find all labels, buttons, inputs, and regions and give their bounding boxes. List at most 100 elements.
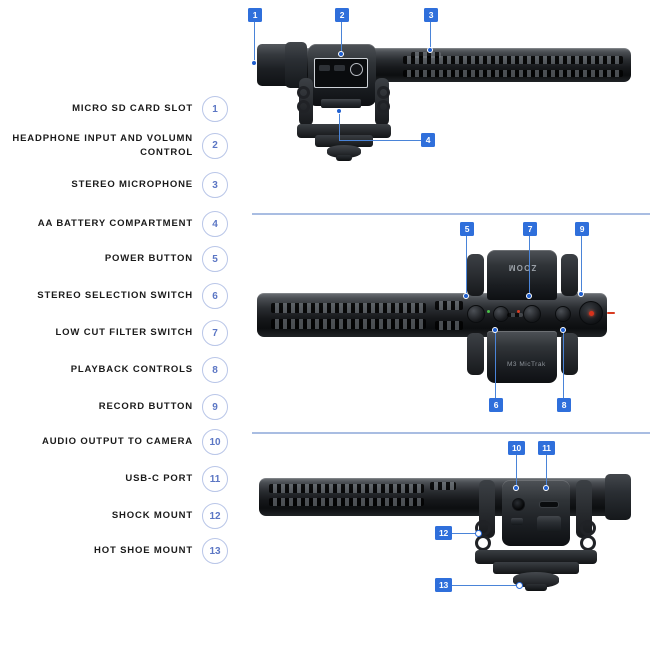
playback-button-right[interactable] bbox=[555, 306, 571, 322]
audio-output-port[interactable] bbox=[512, 498, 525, 511]
product-view-rear: 10 11 12 13 bbox=[235, 432, 650, 650]
callout-leader-2 bbox=[341, 22, 343, 54]
legend-item-13[interactable]: HOT SHOE MOUNT 13 bbox=[0, 538, 228, 564]
product-views: 1 2 3 4 ZOOM bbox=[235, 0, 650, 650]
shock-mount-arm-bottom-left bbox=[467, 333, 484, 375]
shock-mount-arm-top-left bbox=[467, 254, 484, 296]
legend-item-11[interactable]: USB-C PORT 11 bbox=[0, 466, 228, 492]
callout-badge-6[interactable]: 6 bbox=[489, 398, 503, 412]
legend-item-5[interactable]: POWER BUTTON 5 bbox=[0, 246, 228, 272]
model-suffix: MicTrak bbox=[519, 361, 546, 368]
legend-label: STEREO SELECTION SWITCH bbox=[37, 290, 193, 302]
legend-number-badge: 3 bbox=[202, 172, 228, 198]
hot-shoe-mount-rear bbox=[513, 572, 559, 588]
low-cut-filter-switch[interactable] bbox=[523, 305, 541, 323]
hot-shoe-mount bbox=[327, 145, 361, 158]
lcd-screen bbox=[314, 58, 368, 88]
hot-shoe-pin-rear bbox=[525, 584, 547, 591]
legend-item-10[interactable]: AUDIO OUTPUT TO CAMERA 10 bbox=[0, 429, 228, 455]
callout-badge-5[interactable]: 5 bbox=[460, 222, 474, 236]
callout-anchor-10 bbox=[513, 485, 519, 491]
callout-badge-4[interactable]: 4 bbox=[421, 133, 435, 147]
legend-label: POWER BUTTON bbox=[104, 253, 193, 265]
shock-mount-arm-bottom-right bbox=[561, 333, 578, 375]
mic-slots-rear-upper bbox=[269, 484, 424, 493]
headphone-volume-dial[interactable] bbox=[350, 63, 363, 76]
hot-shoe-pin bbox=[336, 155, 352, 161]
callout-leader-3 bbox=[430, 22, 432, 50]
callout-badge-3[interactable]: 3 bbox=[424, 8, 438, 22]
legend-item-8[interactable]: PLAYBACK CONTROLS 8 bbox=[0, 357, 228, 383]
callout-anchor-5 bbox=[463, 293, 469, 299]
mount-base-bar-rear bbox=[475, 550, 597, 564]
legend-item-1[interactable]: MICRO SD CARD SLOT 1 bbox=[0, 96, 228, 122]
status-led-red bbox=[517, 310, 520, 313]
legend-label: HEADPHONE INPUT AND VOLUMN CONTROL bbox=[12, 133, 193, 158]
callout-leader-7 bbox=[529, 236, 531, 296]
legend-number-badge: 7 bbox=[202, 320, 228, 346]
usb-c-port[interactable] bbox=[539, 501, 559, 508]
legend-number-badge: 6 bbox=[202, 283, 228, 309]
shock-mount-link bbox=[377, 100, 390, 113]
legend-label: SHOCK MOUNT bbox=[111, 510, 193, 522]
recorder-top-lower bbox=[487, 331, 557, 383]
legend-item-4[interactable]: AA BATTERY COMPARTMENT 4 bbox=[0, 211, 228, 237]
legend-label: RECORD BUTTON bbox=[98, 401, 193, 413]
shock-mount-link-rear bbox=[475, 520, 491, 536]
power-button[interactable] bbox=[467, 305, 485, 323]
module-detail-right bbox=[537, 516, 561, 532]
legend-number-badge: 12 bbox=[202, 503, 228, 529]
legend-item-6[interactable]: STEREO SELECTION SWITCH 6 bbox=[0, 283, 228, 309]
callout-anchor-4 bbox=[336, 108, 342, 114]
callout-leader-1 bbox=[254, 22, 256, 64]
legend-number-badge: 1 bbox=[202, 96, 228, 122]
callout-badge-10[interactable]: 10 bbox=[508, 441, 525, 455]
shock-mount-link bbox=[377, 86, 390, 99]
callout-badge-11[interactable]: 11 bbox=[538, 441, 555, 455]
callout-leader-11 bbox=[546, 455, 548, 488]
shock-mount-arm-top-right bbox=[561, 254, 578, 296]
mount-base-bar bbox=[297, 124, 391, 138]
section-divider-2 bbox=[252, 432, 650, 434]
legend-number-badge: 9 bbox=[202, 394, 228, 420]
legend-item-7[interactable]: LOW CUT FILTER SWITCH 7 bbox=[0, 320, 228, 346]
legend-label: MICRO SD CARD SLOT bbox=[72, 103, 193, 115]
callout-badge-2[interactable]: 2 bbox=[335, 8, 349, 22]
legend-label: LOW CUT FILTER SWITCH bbox=[55, 327, 193, 339]
callout-leader-10 bbox=[516, 455, 518, 488]
callout-anchor-12 bbox=[475, 530, 482, 537]
legend-label: AUDIO OUTPUT TO CAMERA bbox=[42, 436, 193, 448]
legend-item-9[interactable]: RECORD BUTTON 9 bbox=[0, 394, 228, 420]
callout-anchor-2 bbox=[338, 51, 344, 57]
mic-barrel-top bbox=[257, 293, 607, 337]
legend-label: HOT SHOE MOUNT bbox=[94, 545, 193, 557]
callout-anchor-7 bbox=[526, 293, 532, 299]
record-button[interactable] bbox=[579, 301, 603, 325]
capsule-vent-rear bbox=[430, 482, 456, 490]
callout-badge-12[interactable]: 12 bbox=[435, 526, 452, 540]
shock-mount-link-rear bbox=[580, 520, 596, 536]
legend-number-badge: 8 bbox=[202, 357, 228, 383]
callout-badge-1[interactable]: 1 bbox=[248, 8, 262, 22]
callout-badge-8[interactable]: 8 bbox=[557, 398, 571, 412]
legend-number-badge: 13 bbox=[202, 538, 228, 564]
legend-item-12[interactable]: SHOCK MOUNT 12 bbox=[0, 503, 228, 529]
callout-badge-7[interactable]: 7 bbox=[523, 222, 537, 236]
legend-number-badge: 4 bbox=[202, 211, 228, 237]
callout-anchor-13 bbox=[516, 582, 523, 589]
legend-item-2[interactable]: HEADPHONE INPUT AND VOLUMN CONTROL 2 bbox=[0, 132, 228, 160]
mic-interference-slots bbox=[403, 56, 623, 64]
stereo-selection-switch[interactable] bbox=[507, 313, 523, 317]
legend-item-3[interactable]: STEREO MICROPHONE 3 bbox=[0, 172, 228, 198]
callout-anchor-1 bbox=[251, 60, 257, 66]
stereo-capsule-vents-upper bbox=[435, 301, 463, 310]
callout-leader-5 bbox=[466, 236, 468, 296]
connector-module bbox=[502, 480, 570, 546]
section-divider-1 bbox=[252, 213, 650, 215]
callout-badge-13[interactable]: 13 bbox=[435, 578, 452, 592]
callout-anchor-9 bbox=[578, 291, 584, 297]
callout-badge-9[interactable]: 9 bbox=[575, 222, 589, 236]
legend-label: PLAYBACK CONTROLS bbox=[70, 364, 193, 376]
mic-end-cap bbox=[605, 474, 631, 520]
